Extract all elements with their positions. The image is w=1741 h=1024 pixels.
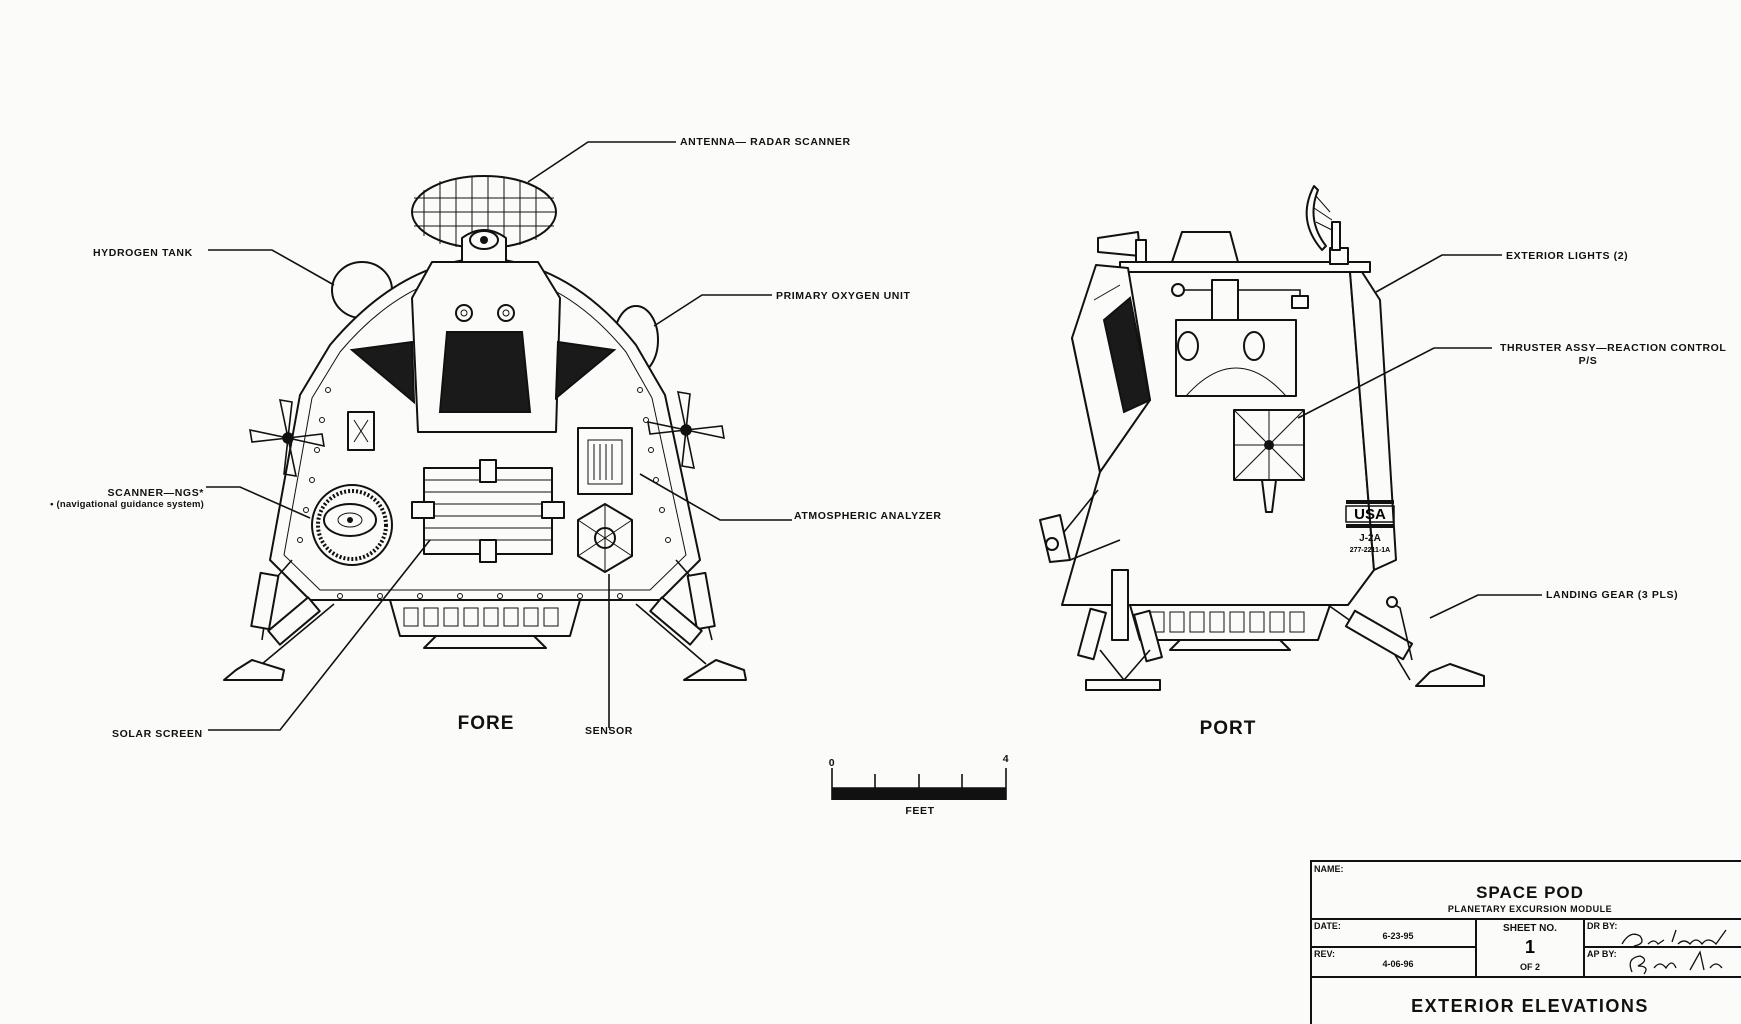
- port-panel: [1175, 319, 1297, 397]
- antenna-dish: [411, 175, 557, 249]
- label-thruster-ps: P/S: [1579, 355, 1598, 367]
- usa-marking: USA J-2A 277-2211-1A: [1345, 500, 1395, 554]
- tb-subtitle: PLANETARY EXCURSION MODULE: [1448, 904, 1612, 914]
- view-title-fore: FORE: [458, 713, 515, 734]
- scanner-ngs: [311, 484, 393, 566]
- bottom-vents: [389, 599, 581, 649]
- tb-sheet-of: OF 2: [1520, 962, 1540, 972]
- atmospheric-analyzer-unit: [577, 427, 633, 495]
- label-scanner-ngs: SCANNER—NGS*: [108, 487, 205, 499]
- label-scanner-ngs-note: • (navigational guidance system): [50, 499, 204, 510]
- rivets: [297, 387, 671, 599]
- flag-text: USA: [1354, 506, 1386, 523]
- port-vents: [1129, 604, 1331, 651]
- scale-min: 0: [829, 757, 835, 769]
- solar-screen: [411, 459, 565, 563]
- scale-bar: 0 4 FEET: [829, 753, 1009, 817]
- title-block: NAME: SPACE POD PLANETARY EXCURSION MODU…: [1310, 860, 1741, 1024]
- label-thruster-assy: THRUSTER ASSY—REACTION CONTROL: [1500, 342, 1726, 354]
- tb-drawing-title: EXTERIOR ELEVATIONS: [1411, 996, 1649, 1016]
- tb-date: 6-23-95: [1382, 931, 1413, 941]
- tb-dr-by-label: DR BY:: [1587, 921, 1617, 931]
- label-solar-screen: SOLAR SCREEN: [112, 728, 203, 740]
- tb-name-label: NAME:: [1314, 864, 1344, 874]
- fore-landing-gear: [223, 559, 747, 681]
- label-atmospheric-analyzer: ATMOSPHERIC ANALYZER: [794, 510, 942, 522]
- left-window: [349, 340, 416, 405]
- tb-sheet-no: 1: [1525, 937, 1535, 957]
- right-window: [554, 340, 617, 401]
- label-hydrogen-tank: HYDROGEN TANK: [93, 247, 193, 259]
- fore-view: [223, 175, 747, 681]
- tb-date-label: DATE:: [1314, 921, 1341, 931]
- leader-lines: [206, 141, 1542, 731]
- port-view: USA J-2A 277-2211-1A: [1039, 185, 1485, 691]
- tb-rev: 4-06-96: [1382, 959, 1413, 969]
- tb-ap-by-label: AP BY:: [1587, 949, 1617, 959]
- scale-max: 4: [1003, 753, 1009, 765]
- port-landing-gear: [1077, 569, 1485, 691]
- label-primary-oxygen-unit: PRIMARY OXYGEN UNIT: [776, 290, 911, 302]
- scale-unit: FEET: [905, 805, 934, 817]
- thruster-right: [647, 391, 725, 469]
- label-sensor: SENSOR: [585, 725, 633, 737]
- craft-serial: 277-2211-1A: [1350, 547, 1390, 554]
- tb-sheet-label: SHEET NO.: [1503, 923, 1557, 934]
- port-thruster: [1233, 409, 1305, 513]
- ap-by-signature: [1629, 950, 1723, 975]
- port-antenna-dish: [1305, 185, 1341, 251]
- tb-title: SPACE POD: [1476, 883, 1584, 902]
- craft-code: J-2A: [1359, 533, 1381, 544]
- thruster-left: [249, 399, 325, 477]
- tb-rev-label: REV:: [1314, 949, 1335, 959]
- view-title-port: PORT: [1200, 718, 1257, 739]
- label-landing-gear: LANDING GEAR (3 PLS): [1546, 589, 1678, 601]
- label-antenna-radar-scanner: ANTENNA— RADAR SCANNER: [680, 136, 851, 148]
- cockpit-window: [438, 331, 532, 413]
- dr-by-signature: [1621, 929, 1727, 947]
- sensor-unit: [577, 503, 633, 573]
- exterior-light-left: [1097, 231, 1141, 257]
- label-exterior-lights: EXTERIOR LIGHTS (2): [1506, 250, 1628, 262]
